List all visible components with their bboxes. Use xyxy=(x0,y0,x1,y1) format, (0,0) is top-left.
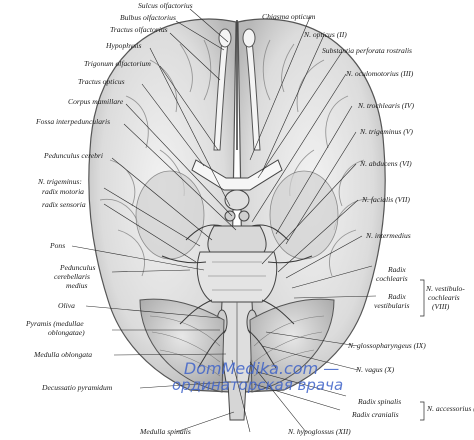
label-n-intermedius: N. intermedius xyxy=(366,231,411,240)
label-n-trochlearis: N. trochlearis (IV) xyxy=(358,101,415,110)
label-n-vestibulocochlearis-2: cochlearis xyxy=(428,293,460,302)
label-n-vestibulocochlearis-3: (VIII) xyxy=(432,302,450,311)
label-n-glossopharyngeus: N. glossopharyngeus (IX) xyxy=(348,341,426,350)
label-n-oculomotorius: N. oculomotorius (III) xyxy=(346,69,414,78)
label-radix-spinalis: Radix spinalis xyxy=(358,397,402,406)
leader-lines xyxy=(71,8,377,433)
label-pyramis-2: oblongatae) xyxy=(48,328,85,337)
label-trigonum-olfactorium: Trigonum olfactorium xyxy=(84,59,151,68)
label-decussatio-pyramidum: Decussatio pyramidum xyxy=(42,383,113,392)
label-chiasma-opticum: Chiasma opticum xyxy=(262,12,316,21)
label-sulcus-olfactorius: Sulcus olfactorius xyxy=(138,1,193,10)
label-bulbus-olfactorius: Bulbus olfactorius xyxy=(120,13,176,22)
label-pedunculus-cerebellaris-1: Pedunculus xyxy=(60,263,96,272)
label-radix-motoria: radix motoria xyxy=(42,187,84,196)
watermark: DomMedika.com — ординаторская врача xyxy=(172,359,343,394)
label-pyramis-1: Pyramis (medullae xyxy=(26,319,84,328)
label-n-abducens: N. abducens (VI) xyxy=(360,159,412,168)
label-oliva: Oliva xyxy=(58,301,75,310)
label-n-vestibulocochlearis-1: N. vestibulo- xyxy=(426,284,465,293)
label-tractus-olfactorius: Tractus olfactorius xyxy=(110,25,168,34)
label-medulla-oblongata: Medulla oblongata xyxy=(34,350,93,359)
pons-shape xyxy=(196,251,278,303)
watermark-line-2: ординаторская врача xyxy=(172,376,344,394)
label-n-vagus: N. vagus (X) xyxy=(356,365,395,374)
label-pedunculus-cerebellaris-2: cerebellaris xyxy=(54,272,90,281)
label-medulla-spinalis: Medulla spinalis xyxy=(140,427,191,436)
label-pedunculus-cerebri: Pedunculus cerebri xyxy=(44,151,103,160)
bracket-vestibulocochlearis xyxy=(420,279,425,317)
label-n-facialis: N. facialis (VII) xyxy=(362,195,410,204)
cerebrum xyxy=(88,18,386,393)
label-n-accessorius: N. accessorius (XI) xyxy=(427,404,474,413)
label-n-trigeminus-left: N. trigeminus: xyxy=(38,177,82,186)
label-radix-sensoria: radix sensoria xyxy=(42,200,86,209)
optic-chiasm xyxy=(191,159,283,222)
label-pedunculus-cerebellaris-3: medius xyxy=(66,281,88,290)
label-radix-cochlearis-2: cochlearis xyxy=(376,274,408,283)
cranial-nerves xyxy=(161,224,313,369)
olfactory-tracts xyxy=(213,28,261,151)
label-corpus-mamillare: Corpus mamillare xyxy=(68,97,124,106)
label-n-hypoglossus: N. hypoglossus (XII) xyxy=(288,427,351,436)
label-radix-vestibularis-1: Radix xyxy=(388,292,406,301)
label-radix-cochlearis-1: Radix xyxy=(388,265,406,274)
label-radix-cranialis: Radix cranialis xyxy=(352,410,399,419)
label-tractus-opticus: Tractus opticus xyxy=(78,77,125,86)
brainstem xyxy=(196,225,278,421)
label-n-trigeminus: N. trigeminus (V) xyxy=(360,127,413,136)
label-radix-vestibularis-2: vestibularis xyxy=(374,301,410,310)
label-pons: Pons xyxy=(50,241,66,250)
label-n-opticus: N. opticus (II) xyxy=(304,30,347,39)
watermark-line-1: DomMedika.com — xyxy=(183,359,340,378)
cerebellum xyxy=(139,298,335,393)
bracket-accessorius xyxy=(420,401,425,421)
label-fossa-interpeduncularis: Fossa interpeduncularis xyxy=(36,117,111,126)
label-hypophysis: Hypophysis xyxy=(106,41,142,50)
label-substantia-perforata: Substantia perforata rostralis xyxy=(322,46,413,55)
